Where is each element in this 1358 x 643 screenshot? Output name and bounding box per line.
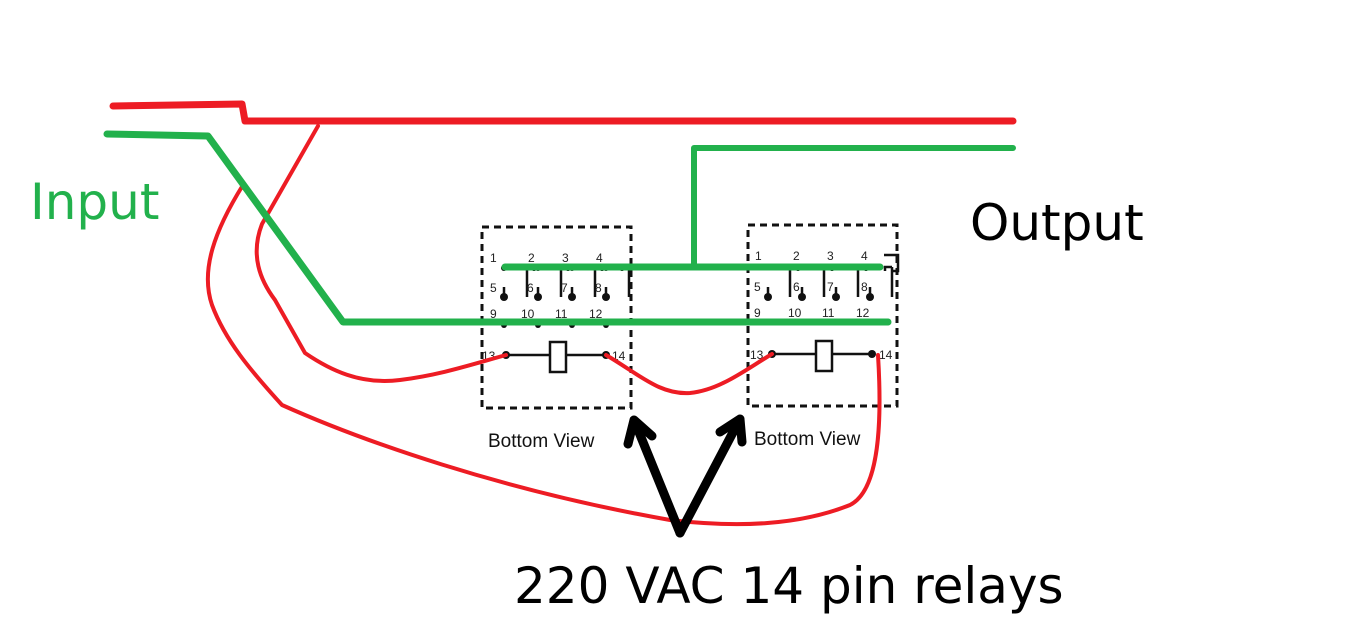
pin-label: 4 <box>861 249 868 263</box>
pin-label: 1 <box>755 249 762 263</box>
pin-label: 1 <box>490 251 497 265</box>
relay-2-contacts <box>788 265 894 297</box>
live-return-loop <box>205 183 882 527</box>
pin-label: 11 <box>822 306 835 320</box>
relay-2-pin-dots <box>764 253 900 301</box>
pin-label: 11 <box>555 307 568 321</box>
pin-label: 7 <box>827 280 834 294</box>
relay-1-coil <box>502 340 610 374</box>
relay-2: 1 2 3 4 5 6 7 8 9 10 11 12 13 14 <box>746 223 900 408</box>
pin-label: 2 <box>793 249 800 263</box>
live-input-line <box>109 100 1017 125</box>
pin-label: 12 <box>856 306 870 320</box>
relay-pointer-arrows <box>623 414 747 538</box>
relay-1-outline <box>480 225 633 410</box>
pin-label: 8 <box>595 281 602 295</box>
pin-label: 5 <box>490 281 497 295</box>
input-label: Input <box>30 173 159 231</box>
pin-label: 3 <box>827 249 834 263</box>
pin-label: 6 <box>527 281 534 295</box>
pin-label: 6 <box>793 280 800 294</box>
relay-2-outline <box>746 223 899 408</box>
pin-label: 7 <box>561 281 568 295</box>
neutral-output-line <box>691 145 1016 270</box>
relay-2-view-label: Bottom View <box>754 429 861 450</box>
pin-label: 5 <box>754 280 761 294</box>
arrow-to-relay-1 <box>623 415 685 538</box>
output-label: Output <box>970 194 1144 252</box>
pin-label: 10 <box>788 306 802 320</box>
pin-label: 2 <box>528 251 535 265</box>
arrow-to-relay-2 <box>675 414 747 538</box>
live-coil-link <box>604 352 774 396</box>
pin-label: 4 <box>596 251 603 265</box>
pin-label: 9 <box>754 306 761 320</box>
live-tap-to-coil-13 <box>254 124 508 383</box>
pin-label: 8 <box>861 280 868 294</box>
relay-2-coil <box>768 339 876 373</box>
relay-1: 1 2 3 4 5 6 7 8 9 10 11 12 13 14 <box>480 225 633 410</box>
relay-1-view-label: Bottom View <box>488 431 595 452</box>
caption: 220 VAC 14 pin relays <box>514 557 1064 615</box>
neutral-wires <box>103 130 1016 326</box>
neutral-input-line <box>103 130 892 326</box>
pin-label: 14 <box>879 348 893 362</box>
relay-1-contacts <box>525 265 631 297</box>
pin-label: 10 <box>521 307 535 321</box>
pin-label: 12 <box>589 307 603 321</box>
pin-label: 9 <box>490 307 497 321</box>
pin-label: 3 <box>562 251 569 265</box>
pin-label: 13 <box>750 348 764 362</box>
live-wires <box>109 100 1017 527</box>
